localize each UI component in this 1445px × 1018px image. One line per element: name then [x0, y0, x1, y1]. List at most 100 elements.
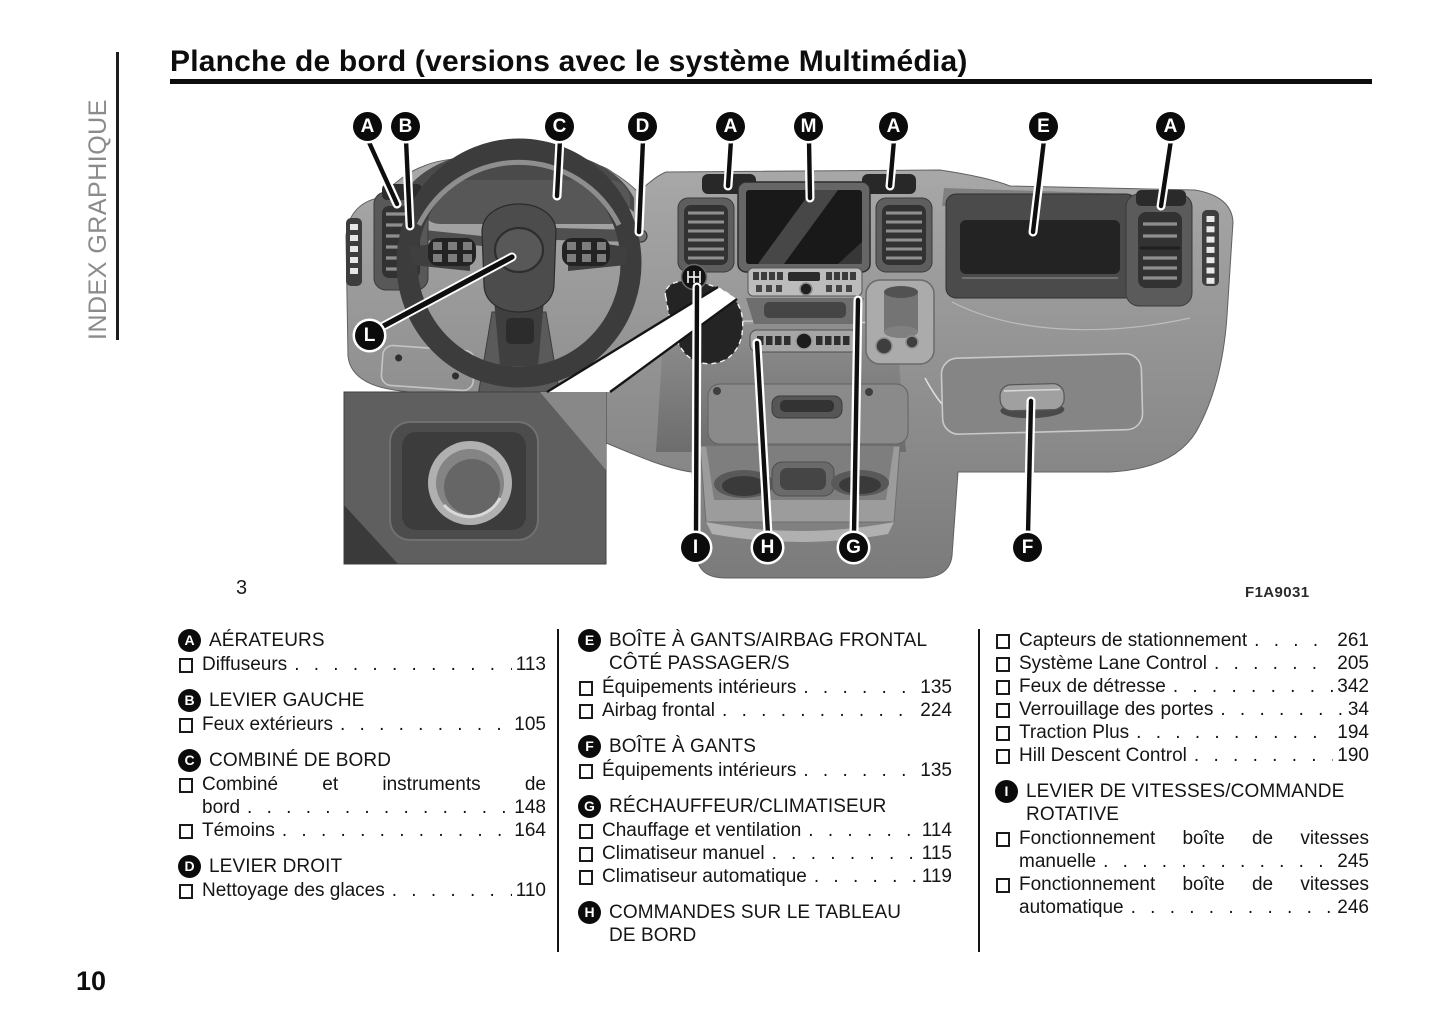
badge-a-icon: A [178, 629, 201, 652]
entry-label: Airbag frontal [602, 700, 716, 721]
section-title: BOÎTE À GANTS [609, 736, 756, 757]
dot-leader [772, 842, 918, 865]
entry-page: 135 [920, 760, 952, 781]
entry-label: Équipements intérieurs [602, 677, 797, 698]
badge-d-icon: D [178, 855, 201, 878]
index-entry: Combiné et instruments de bord148 [178, 773, 546, 819]
right-air-vent [1125, 190, 1193, 307]
square-bullet-icon [996, 634, 1010, 649]
callout-i-gear-lever: I [681, 533, 710, 562]
wheel-buttons-left [428, 238, 476, 266]
glovebox-door [940, 352, 1144, 435]
dot-leader [1173, 675, 1333, 698]
entry-page: 224 [920, 700, 952, 721]
section-title: LEVIER DROIT [209, 856, 343, 877]
entry-label: Feux de détresse [1019, 676, 1166, 697]
entry-page: 105 [514, 714, 546, 735]
entry-page: 342 [1337, 676, 1369, 697]
callout-a-vent-right: A [1156, 112, 1185, 141]
dot-leader [1103, 850, 1333, 873]
callout-h-dash-controls: H [753, 533, 782, 562]
entry-page: 190 [1337, 745, 1369, 766]
callout-f-glovebox: F [1013, 533, 1042, 562]
entry-label-line1: Combiné et instruments de [202, 774, 546, 795]
index-entry: Fonctionnement boîte de vitesses automat… [995, 873, 1369, 919]
page-number: 10 [76, 966, 107, 996]
square-bullet-icon [579, 681, 593, 696]
figure-number: 3 [236, 577, 248, 599]
index-entry: Système Lane Control 205 [995, 652, 1369, 675]
inset-detail-box [343, 391, 607, 565]
index-entry: Feux de détresse 342 [995, 675, 1369, 698]
entry-label: Nettoyage des glaces [202, 880, 385, 901]
index-entry: Hill Descent Control 190 [995, 744, 1369, 767]
entry-page: 194 [1337, 722, 1369, 743]
index-entry: Climatiseur automatique119 [578, 865, 952, 888]
section-misc-controls: Capteurs de stationnement261 Système Lan… [995, 629, 1369, 767]
callout-leader-lines [363, 135, 1176, 539]
dashboard-switch-strip [749, 329, 859, 353]
entry-page: 135 [920, 677, 952, 698]
center-tray-recess [764, 302, 846, 318]
callout-b-left-stalk: B [391, 112, 420, 141]
dot-leader [1254, 629, 1333, 652]
instrument-cluster [420, 180, 630, 224]
gear-lever-knob [680, 263, 708, 291]
callout-c-cluster: C [545, 112, 574, 141]
page-title: Planche de bord (versions avec le systèm… [170, 45, 968, 78]
entry-page: 148 [514, 797, 546, 818]
section-title: LEVIER DE VITESSES/COMMANDE [1026, 781, 1345, 802]
square-bullet-icon [996, 657, 1010, 672]
entry-page: 110 [515, 880, 546, 901]
section-levier-droit: D LEVIER DROIT Nettoyage des glaces 110 [178, 855, 546, 902]
square-bullet-icon [579, 824, 593, 839]
entry-label: Hill Descent Control [1019, 745, 1187, 766]
index-entry: Fonctionnement boîte de vitesses manuell… [995, 827, 1369, 873]
section-title-line2: DE BORD [609, 925, 697, 946]
column-divider [978, 629, 980, 952]
dot-leader [808, 819, 917, 842]
climate-control-panel [747, 267, 863, 297]
entry-label: Diffuseurs [202, 654, 288, 675]
index-entry: Capteurs de stationnement261 [995, 629, 1369, 652]
dot-leader [392, 879, 512, 902]
entry-page: 113 [515, 654, 546, 675]
sidebar-rule [116, 52, 119, 340]
sidebar-vertical-label: INDEX GRAPHIQUE [84, 99, 112, 340]
entry-page: 164 [514, 820, 546, 841]
index-entry: Équipements intérieurs 135 [578, 759, 952, 782]
index-entry: Équipements intérieurs 135 [578, 676, 952, 699]
entry-label: Système Lane Control [1019, 653, 1207, 674]
badge-i-icon: I [995, 780, 1018, 803]
square-bullet-icon [579, 870, 593, 885]
section-title: COMBINÉ DE BORD [209, 750, 392, 771]
entry-label: Climatiseur automatique [602, 866, 807, 887]
index-column-3: Capteurs de stationnement261 Système Lan… [995, 629, 1369, 960]
index-entry: Traction Plus194 [995, 721, 1369, 744]
callout-g-climate: G [839, 533, 868, 562]
column-divider [557, 629, 559, 952]
badge-b-icon: B [178, 689, 201, 712]
entry-page: 205 [1337, 653, 1369, 674]
figure-code: F1A9031 [1245, 584, 1310, 601]
entry-label: Équipements intérieurs [602, 760, 797, 781]
center-right-vent [862, 174, 933, 273]
callout-a-vent-center-right: A [879, 112, 908, 141]
square-bullet-icon [996, 878, 1010, 893]
square-bullet-icon [996, 749, 1010, 764]
section-title: RÉCHAUFFEUR/CLIMATISEUR [609, 796, 887, 817]
entry-label: Capteurs de stationnement [1019, 630, 1248, 651]
badge-e-icon: E [578, 629, 601, 652]
entry-label: Verrouillage des portes [1019, 699, 1214, 720]
section-title-line2: CÔTÉ PASSAGER/S [609, 653, 790, 674]
entry-page: 114 [921, 820, 952, 841]
square-bullet-icon [996, 726, 1010, 741]
